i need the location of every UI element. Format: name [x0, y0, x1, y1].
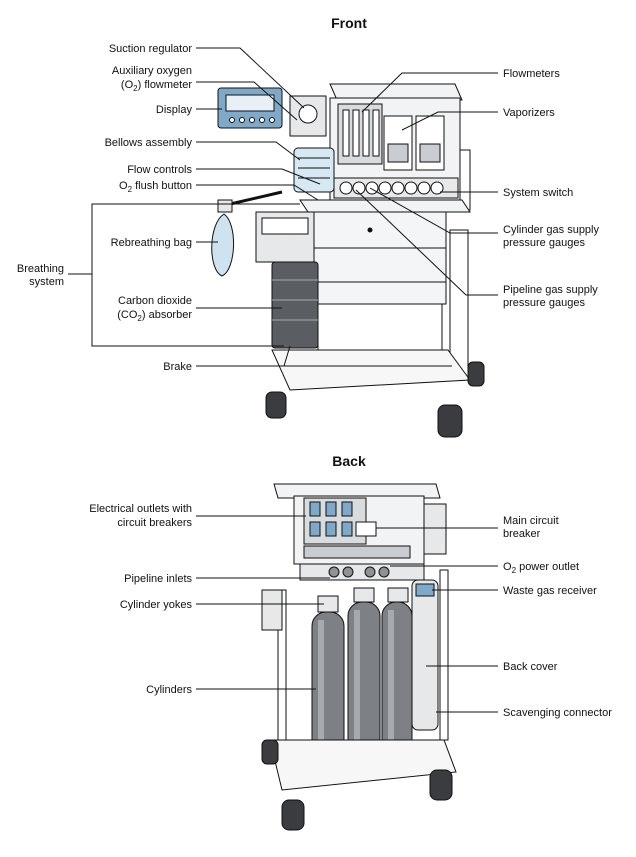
label-o2-flush-button: O2 flush button [119, 180, 192, 194]
label-rebreathing-bag: Rebreathing bag [111, 237, 192, 249]
label-scavenging-connector: Scavenging connector [503, 707, 612, 719]
label-brake: Brake [163, 361, 192, 373]
front-title: Front [331, 15, 367, 31]
label-outlets-line2: circuit breakers [117, 517, 192, 529]
label-suction-regulator: Suction regulator [109, 43, 192, 55]
back-title: Back [332, 453, 366, 469]
label-display: Display [156, 104, 193, 116]
label-breathing-system-line2: system [29, 276, 64, 288]
label-aux-oxygen-line1: Auxiliary oxygen [112, 65, 192, 77]
label-outlets-line1: Electrical outlets with [89, 503, 192, 515]
label-breathing-system-line1: Breathing [17, 263, 64, 275]
label-cylinder-gauges-line2: pressure gauges [503, 237, 585, 249]
label-pipeline-inlets: Pipeline inlets [124, 573, 192, 585]
label-main-breaker-line2: breaker [503, 528, 541, 540]
label-flow-controls: Flow controls [127, 164, 192, 176]
label-co2-absorber-line2: (CO2) absorber [117, 309, 192, 323]
label-cylinder-gauges-line1: Cylinder gas supply [503, 224, 599, 236]
label-bellows-assembly: Bellows assembly [105, 137, 193, 149]
label-flowmeters: Flowmeters [503, 68, 560, 80]
label-waste-gas-receiver: Waste gas receiver [503, 585, 597, 597]
label-back-cover: Back cover [503, 661, 558, 673]
label-pipeline-gauges-line1: Pipeline gas supply [503, 284, 598, 296]
label-system-switch: System switch [503, 187, 573, 199]
label-pipeline-gauges-line2: pressure gauges [503, 297, 585, 309]
label-aux-oxygen-line2: (O2) flowmeter [121, 79, 192, 93]
front-machine-illustration [212, 84, 484, 437]
label-o2-power-outlet: O2 power outlet [503, 561, 579, 575]
label-main-breaker-line1: Main circuit [503, 515, 559, 527]
label-vaporizers: Vaporizers [503, 107, 555, 119]
label-cylinder-yokes: Cylinder yokes [120, 599, 193, 611]
label-co2-absorber-line1: Carbon dioxide [118, 295, 192, 307]
back-machine-illustration [262, 484, 456, 830]
label-cylinders: Cylinders [146, 684, 192, 696]
